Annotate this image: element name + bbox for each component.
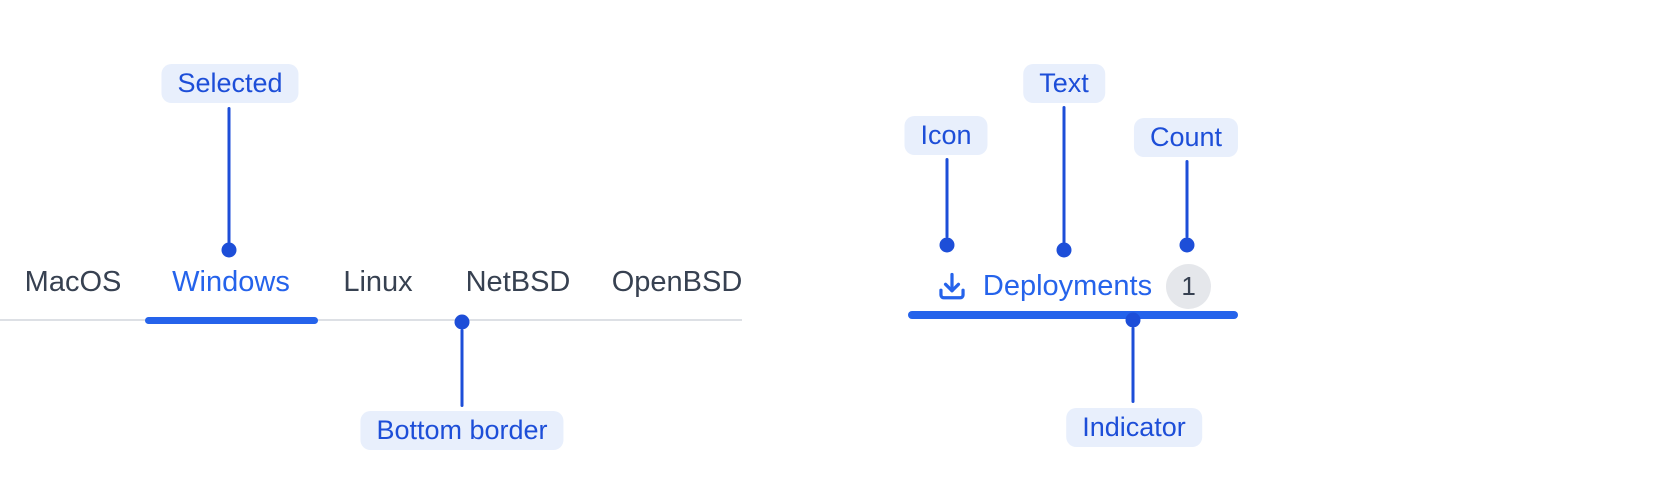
annotation-icon-label: Icon <box>904 116 988 155</box>
annotation-count-label: Count <box>1133 118 1239 157</box>
tab-openbsd[interactable]: OpenBSD <box>611 266 743 298</box>
annotation-icon-connector-dot <box>939 237 955 253</box>
annotation-bottom-border-label: Bottom border <box>360 411 564 450</box>
tab-deployments[interactable]: Deployments 1 <box>908 261 1238 311</box>
annotation-selected-connector-dot <box>221 242 237 258</box>
tab-deployments-label: Deployments <box>982 269 1153 302</box>
annotation-icon-connector-line <box>945 158 949 238</box>
annotation-bottom-border-connector-line <box>460 329 464 407</box>
selected-tab-underline <box>145 317 318 324</box>
annotation-selected-label: Selected <box>161 64 299 103</box>
annotation-text-label: Text <box>1023 64 1105 103</box>
annotation-indicator-connector-line <box>1131 327 1135 403</box>
tab-bar-bottom-border <box>0 319 742 321</box>
tab-windows-selected[interactable]: Windows <box>172 266 290 298</box>
tab-macos[interactable]: MacOS <box>24 266 122 298</box>
tab-linux[interactable]: Linux <box>343 266 413 298</box>
annotation-indicator-label: Indicator <box>1066 408 1202 447</box>
annotation-count-connector-line <box>1185 160 1189 238</box>
annotation-indicator-connector-dot <box>1125 312 1141 328</box>
annotation-text-connector-dot <box>1056 242 1072 258</box>
annotation-selected-connector-line <box>227 107 231 245</box>
annotation-count-connector-dot <box>1179 237 1195 253</box>
download-icon <box>935 269 969 303</box>
annotation-bottom-border-connector-dot <box>454 314 470 330</box>
tab-netbsd[interactable]: NetBSD <box>465 266 571 298</box>
tab-active-indicator <box>908 311 1238 319</box>
annotation-text-connector-line <box>1062 106 1066 244</box>
tab-deployments-count-badge: 1 <box>1166 263 1212 309</box>
